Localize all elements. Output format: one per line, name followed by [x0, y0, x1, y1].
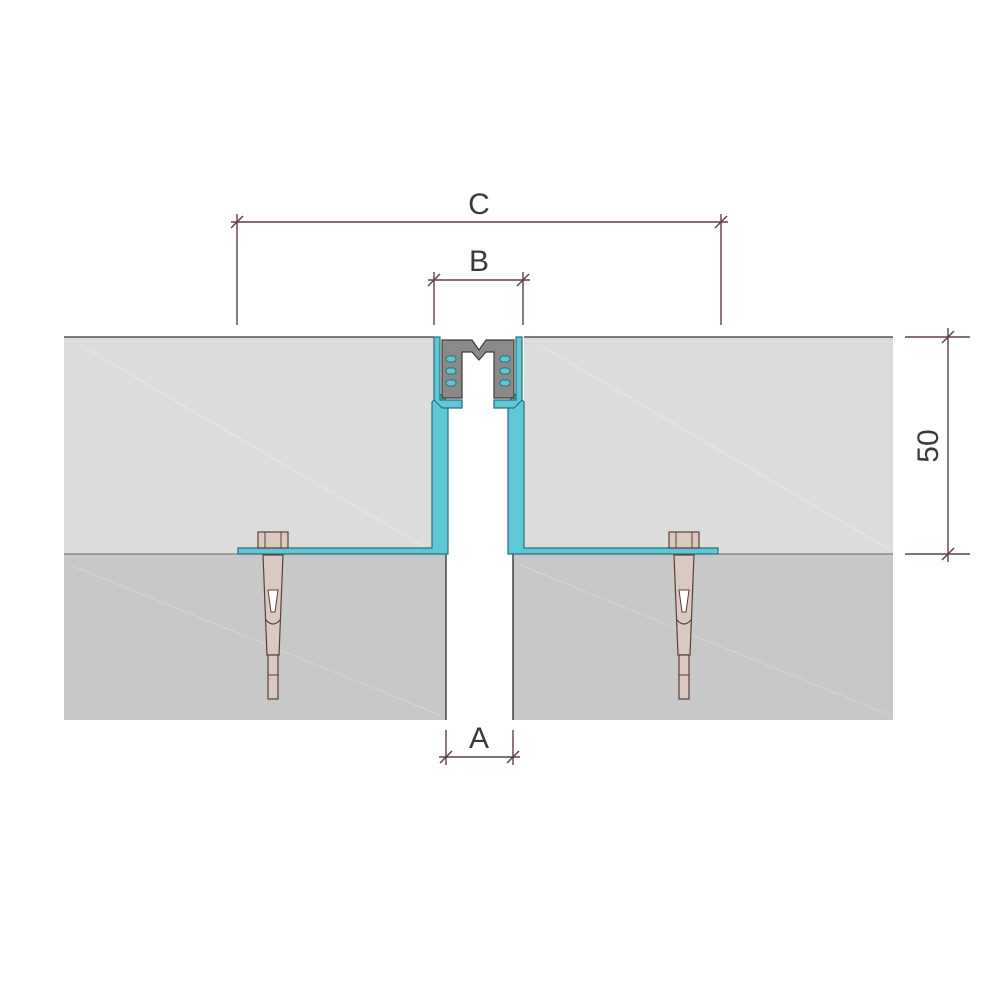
joint-profile: [237, 336, 719, 555]
insert-ribs: [445, 355, 511, 387]
anchor-left: [257, 531, 289, 700]
lower-slabs: [64, 554, 893, 720]
dimension-a-label: A: [469, 722, 489, 755]
dimension-height-label: 50: [912, 429, 945, 462]
upper-slabs: [64, 336, 893, 555]
dimension-b: B: [427, 245, 530, 325]
dimension-b-label: B: [469, 245, 489, 278]
profile-left-channel: [433, 336, 463, 409]
dimension-c: C: [230, 188, 728, 325]
anchor-right: [668, 531, 700, 700]
rubber-insert: [441, 339, 515, 399]
dimension-height: 50: [905, 328, 970, 562]
lower-slab-right: [513, 554, 893, 720]
profile-right-channel: [493, 336, 523, 409]
dimension-a: A: [439, 722, 520, 765]
upper-slab-right: [524, 337, 893, 554]
lower-slab-left: [64, 554, 446, 720]
upper-slab-left: [64, 337, 434, 554]
dimension-c-label: C: [468, 188, 490, 221]
